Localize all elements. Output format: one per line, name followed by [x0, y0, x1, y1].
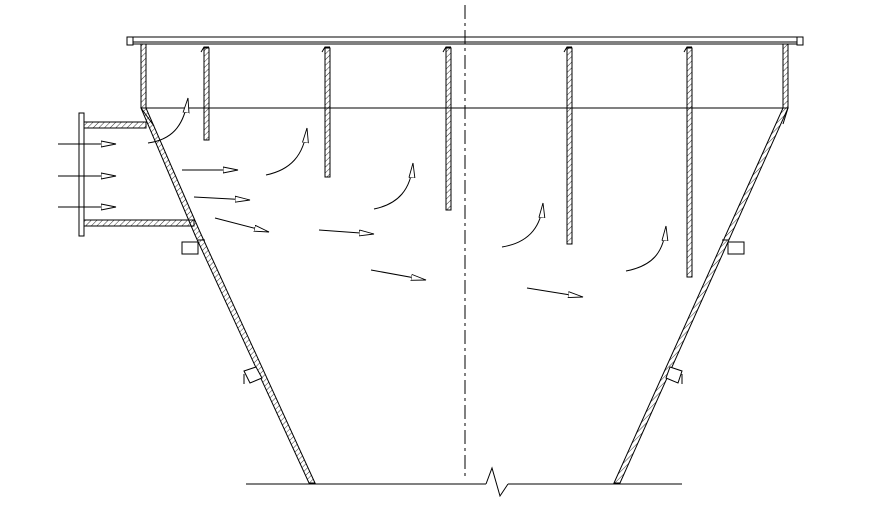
- flow-arrow: [193, 197, 250, 200]
- bottom-break-line: [246, 466, 682, 498]
- left-sloped-wall: [140, 107, 316, 484]
- baffles: [200, 46, 693, 278]
- lug-left-upper: [181, 239, 205, 255]
- baffle-4: [563, 46, 573, 245]
- lug-right-lower: [665, 366, 683, 384]
- flow-arrow: [147, 98, 188, 144]
- baffle-2: [321, 46, 331, 178]
- lug-right-upper: [722, 239, 745, 255]
- flow-arrow: [318, 230, 374, 234]
- flow-arrow: [214, 217, 269, 233]
- right-upper-wall: [782, 43, 789, 109]
- baffle-1: [200, 46, 210, 141]
- curved-flow-arrows: [147, 98, 666, 272]
- flow-arrow: [625, 226, 666, 272]
- right-sloped-wall: [613, 107, 789, 484]
- left-upper-wall: [140, 43, 147, 109]
- baffle-5: [683, 46, 693, 278]
- baffle-3: [442, 46, 452, 211]
- flow-arrow: [373, 163, 413, 210]
- flow-arrow: [370, 269, 426, 280]
- straight-flow-arrows: [182, 170, 583, 297]
- flow-arrow: [265, 128, 307, 176]
- flow-arrow: [501, 203, 543, 248]
- lug-left-lower: [243, 366, 263, 384]
- inlet-arrows: [58, 144, 116, 207]
- inlet-pipe: [78, 112, 195, 237]
- support-lugs: [181, 239, 745, 384]
- flow-arrow: [526, 287, 583, 297]
